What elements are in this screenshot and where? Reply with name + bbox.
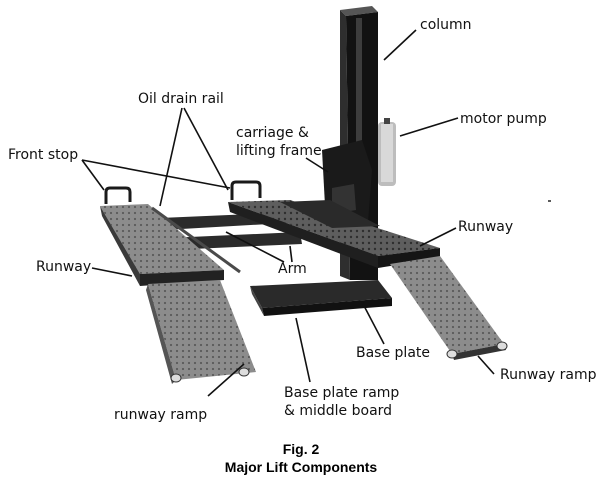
label-arm: Arm (278, 261, 307, 277)
label-carriage-line1: carriage & (236, 125, 309, 141)
right-runway-ramp (390, 256, 508, 360)
label-runway-ramp-right: Runway ramp (500, 367, 597, 383)
label-base-plate: Base plate (356, 345, 430, 361)
leader-front-stop-2 (81, 159, 231, 189)
leader-runway-left (91, 267, 133, 277)
label-oil-drain-rail: Oil drain rail (138, 91, 224, 107)
leader-base-plate-ramp (295, 317, 311, 383)
label-runway-left: Runway (36, 259, 92, 275)
label-runway-ramp-left: runway ramp (114, 407, 208, 423)
figure-number: Fig. 2 (282, 441, 320, 457)
base-plate (250, 280, 392, 316)
leader-runway-ramp-left (207, 363, 245, 397)
label-base-plate-ramp-line2: & middle board (284, 403, 393, 419)
left-runway (100, 186, 241, 286)
leader-motor-pump (399, 117, 459, 137)
leader-arm-2 (289, 245, 293, 263)
label-runway-right: Runway (458, 219, 514, 235)
label-motor-pump: motor pump (460, 111, 547, 127)
leader-arm-1 (225, 231, 285, 263)
label-carriage-line2: lifting frame (236, 143, 322, 159)
leader-front-stop-1 (81, 159, 105, 191)
leader-oil-drain-rail-2 (183, 107, 229, 191)
left-runway-ramp (146, 280, 256, 384)
figure-title: Major Lift Components (224, 459, 378, 475)
leader-column (383, 29, 417, 61)
leader-base-plate (361, 301, 385, 345)
right-runway (228, 180, 440, 268)
leader-oil-drain-rail-1 (159, 107, 183, 207)
leader-runway-right (419, 227, 457, 247)
leader-carriage (305, 157, 329, 173)
label-front-stop: Front stop (8, 147, 79, 163)
label-base-plate-ramp-line1: Base plate ramp (284, 385, 400, 401)
leader-runway-ramp-right (477, 355, 495, 375)
label-column: column (420, 17, 472, 33)
leader-lines (81, 29, 495, 397)
